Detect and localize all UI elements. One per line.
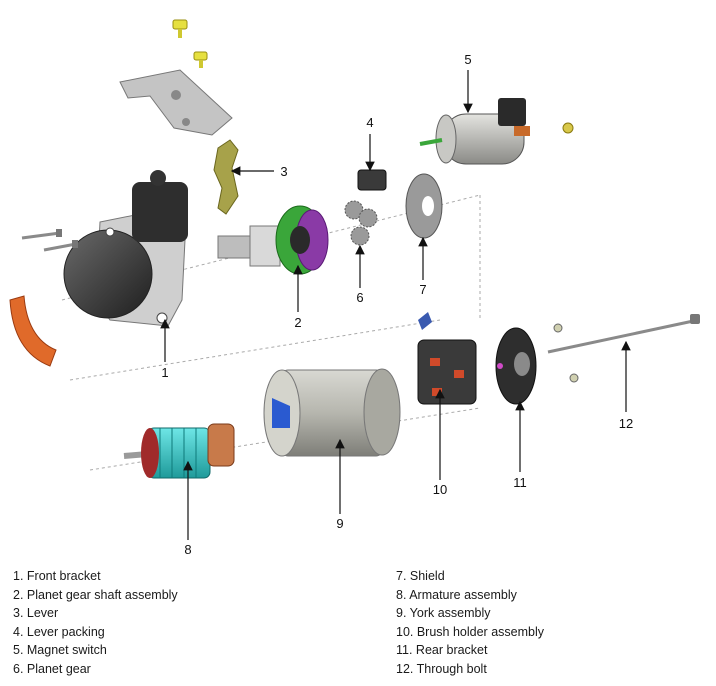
bolt-left-1 (21, 229, 62, 240)
legend-item: 12. Through bolt (396, 661, 487, 676)
bolt-left-2 (43, 240, 78, 252)
rear-bracket-part (495, 327, 537, 405)
armature-assembly-part (123, 423, 235, 479)
callout-4: 4 (366, 115, 373, 130)
parts-legend-left: 1. Front bracket 2. Planet gear shaft as… (13, 567, 178, 679)
nut-yellow (562, 122, 574, 134)
callout-1: 1 (161, 365, 168, 380)
screw-small-2 (569, 373, 579, 383)
callout-7: 7 (419, 282, 426, 297)
legend-item: 9. York assembly (396, 606, 491, 621)
legend-item: 11. Rear bracket (396, 643, 488, 658)
legend-item: 7. Shield (396, 569, 445, 583)
magnet-switch-part (419, 98, 530, 165)
screw-yellow-1 (172, 19, 188, 38)
callout-9: 9 (336, 516, 343, 531)
callout-5: 5 (464, 52, 471, 67)
legend-item: 6. Planet gear (13, 661, 91, 676)
shield-cover-plate (119, 69, 233, 136)
shield-plate-part (405, 173, 443, 239)
callout-3: 3 (280, 164, 287, 179)
legend-item: 4. Lever packing (13, 624, 105, 639)
parts-legend-right: 7. Shield 8. Armature assembly 9. York a… (396, 567, 544, 679)
planet-gears-part (344, 200, 378, 246)
planet-gear-shaft-part (217, 205, 329, 275)
legend-item: 3. Lever (13, 606, 59, 621)
starter-motor-exploded-diagram: 1 2 3 4 5 6 7 8 9 10 11 12 (9, 19, 700, 557)
legend-item: 2. Planet gear shaft assembly (13, 587, 178, 602)
screw-small-1 (553, 323, 563, 333)
callout-2: 2 (294, 315, 301, 330)
callout-10: 10 (433, 482, 447, 497)
legend-item: 8. Armature assembly (396, 587, 517, 602)
callout-12: 12 (619, 416, 633, 431)
legend-item: 5. Magnet switch (13, 643, 107, 658)
legend-item: 1. Front bracket (13, 569, 101, 583)
lever-packing-part (357, 169, 387, 191)
callout-6: 6 (356, 290, 363, 305)
through-bolt-part (547, 318, 699, 354)
through-bolt-head (690, 314, 700, 324)
packing-seal-part (9, 295, 57, 367)
callout-11: 11 (513, 475, 527, 490)
assembly-axis-lines (61, 194, 481, 471)
yoke-assembly-part (263, 368, 401, 457)
screw-yellow-2 (193, 51, 208, 68)
brush-holder-part (417, 312, 477, 405)
legend-item: 10. Brush holder assembly (396, 624, 544, 639)
lever-part (213, 139, 239, 215)
front-bracket-part (63, 170, 188, 327)
callout-8: 8 (184, 542, 191, 557)
